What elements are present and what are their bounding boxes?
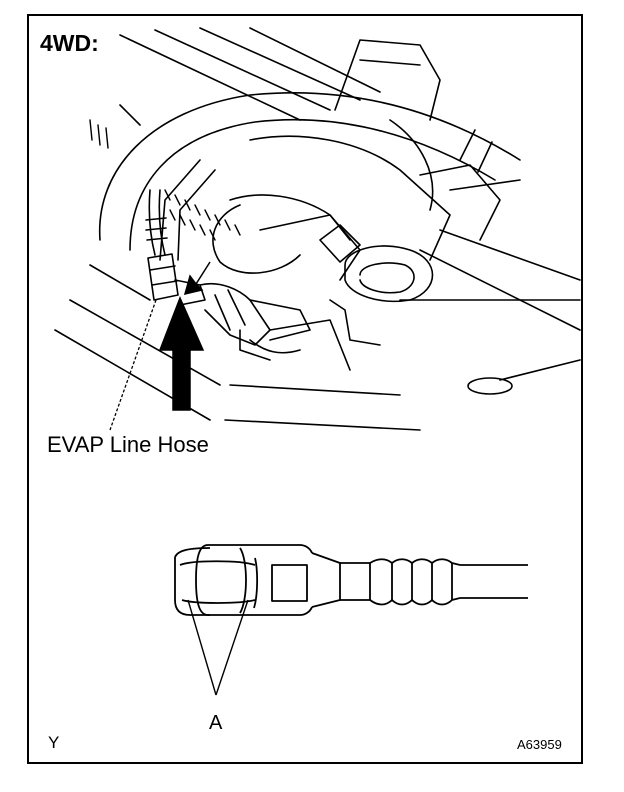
intake-ribs: [89, 119, 241, 241]
engine-block: [159, 39, 521, 395]
figure-code: A63959: [517, 737, 562, 752]
evap-line-hose-label: EVAP Line Hose: [47, 432, 209, 457]
diagram-title: 4WD:: [40, 30, 99, 56]
up-arrow-icon: [158, 296, 205, 411]
hose-leader-line: [109, 299, 157, 431]
corner-mark: Y: [48, 733, 60, 752]
arrows: [158, 261, 211, 411]
curved-hose: [98, 92, 521, 251]
part-a-leaders: [187, 599, 249, 696]
connector-detail: [174, 544, 528, 616]
engine-frame-lines: [54, 27, 581, 431]
release-arrow-icon: [183, 261, 211, 296]
part-a-label: A: [209, 712, 223, 734]
